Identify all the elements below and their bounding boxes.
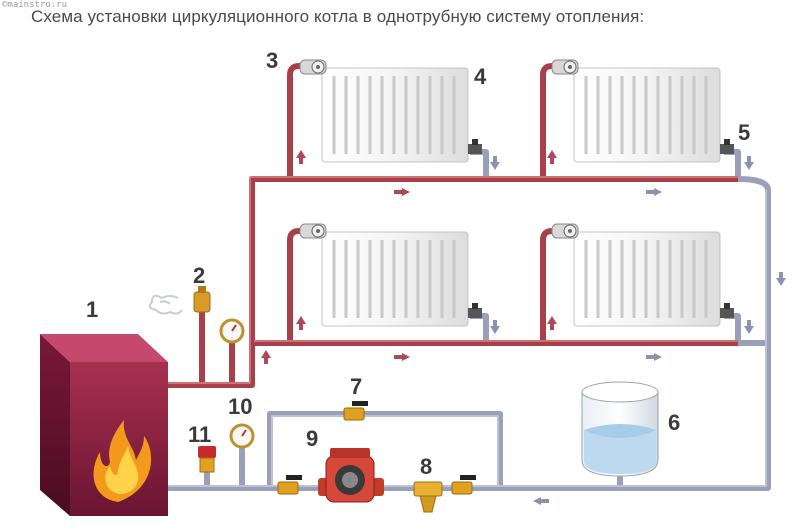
expansion-tank-icon bbox=[581, 381, 659, 477]
steam-icon bbox=[148, 294, 183, 315]
return-pipes bbox=[168, 149, 771, 491]
callout-9: 9 bbox=[306, 426, 318, 451]
callout-10: 10 bbox=[228, 394, 252, 419]
air-vent-icon bbox=[468, 139, 482, 154]
pressure-gauge-icon bbox=[229, 423, 255, 449]
thermostatic-valve-icon bbox=[551, 59, 579, 75]
thermostatic-valve-icon bbox=[551, 223, 579, 239]
ball-valve-icon bbox=[343, 401, 368, 421]
filter-icon bbox=[413, 481, 443, 513]
callout-7: 7 bbox=[350, 374, 362, 399]
radiator-icon bbox=[321, 231, 469, 327]
radiator-bottom-right bbox=[551, 223, 734, 327]
radiator-bottom-left bbox=[299, 223, 482, 327]
boiler bbox=[40, 334, 168, 516]
callout-5: 5 bbox=[738, 120, 750, 145]
radiator-icon bbox=[573, 231, 721, 327]
safety-valve-icon bbox=[198, 446, 216, 473]
pressure-gauge-icon bbox=[219, 318, 245, 344]
callout-1: 1 bbox=[86, 297, 98, 322]
callout-8: 8 bbox=[420, 454, 432, 479]
watermark: ©mainstro.ru bbox=[2, 0, 68, 10]
radiator-icon bbox=[573, 67, 721, 163]
air-vent-icon bbox=[468, 303, 482, 318]
callout-11: 11 bbox=[188, 422, 211, 447]
radiator-top-right bbox=[551, 59, 734, 163]
callout-3: 3 bbox=[266, 48, 278, 73]
thermostatic-valve-icon bbox=[299, 223, 327, 239]
air-vent-icon bbox=[720, 139, 734, 154]
thermostatic-valve-icon bbox=[299, 59, 327, 75]
callout-2: 2 bbox=[193, 263, 205, 288]
diagram-title: Схема установки циркуляционного котла в … bbox=[31, 7, 645, 26]
callout-6: 6 bbox=[668, 410, 680, 435]
callout-4: 4 bbox=[474, 64, 487, 89]
arrow-icon bbox=[261, 150, 786, 505]
radiator-icon bbox=[321, 67, 469, 163]
automatic-air-vent bbox=[193, 286, 211, 313]
radiator-top-left bbox=[299, 59, 482, 163]
supply-highlight bbox=[168, 176, 738, 384]
air-vent-icon bbox=[720, 303, 734, 318]
ball-valve-icon bbox=[451, 475, 476, 495]
supply-pipes bbox=[168, 63, 738, 388]
ball-valve-icon bbox=[277, 475, 302, 495]
flame-icon bbox=[93, 420, 152, 502]
circulation-pump-icon bbox=[318, 448, 384, 503]
